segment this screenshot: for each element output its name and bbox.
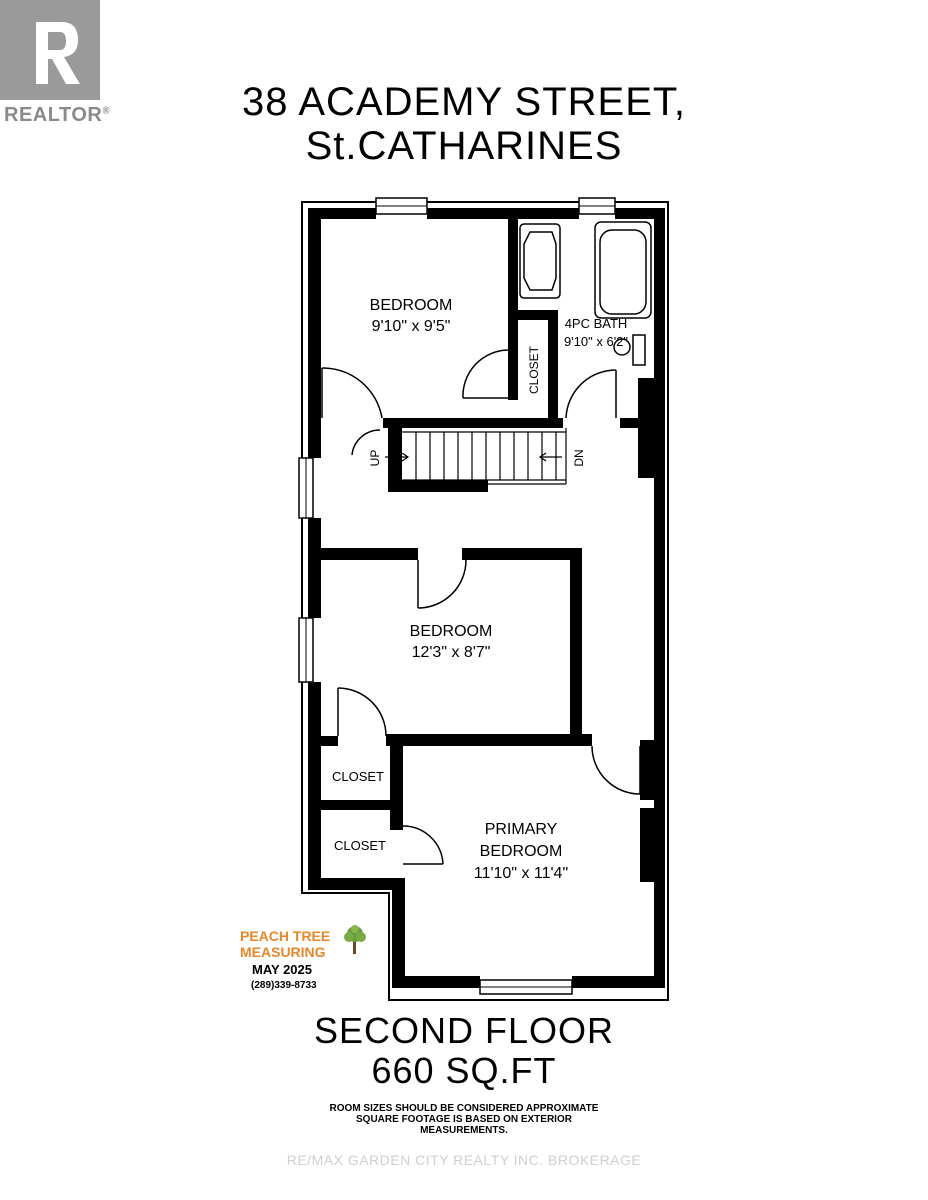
realtor-logo [0, 0, 100, 100]
company-phone: (289)339-8733 [251, 980, 317, 991]
stairs [385, 428, 567, 485]
walls [308, 208, 665, 988]
disclaimer-line1: ROOM SIZES SHOULD BE CONSIDERED APPROXIM… [329, 1103, 599, 1114]
closet-b-label: CLOSET [332, 769, 384, 784]
peach-tree-icon [344, 925, 366, 954]
primary-bedroom-line2: BEDROOM [480, 843, 563, 860]
bath-name: 4PC BATH [565, 316, 628, 331]
floor-name: SECOND FLOOR [313, 1010, 615, 1051]
bathroom-fixtures [519, 221, 652, 366]
closet-a-label: CLOSET [527, 345, 541, 394]
disclaimer-line3: MEASUREMENTS. [420, 1125, 508, 1136]
bedroom1-size: 9'10" x 9'5" [372, 318, 451, 335]
realtor-r-icon [0, 0, 100, 100]
exterior-outline [301, 201, 669, 1001]
property-address-line2: St.CATHARINES [305, 124, 623, 168]
bath-size: 9'10" x 6'2" [564, 334, 628, 349]
floor-area: 660 SQ.FT [371, 1050, 557, 1091]
primary-bedroom-line1: PRIMARY [485, 821, 558, 838]
company-name-line2: MEASURING [240, 944, 326, 960]
stairs-up-label: UP [368, 450, 382, 467]
closet-c-label: CLOSET [334, 838, 386, 853]
bedroom2-size: 12'3" x 8'7" [412, 644, 491, 661]
bedroom2-name: BEDROOM [410, 623, 493, 640]
window-lines [305, 205, 615, 988]
door-swings [321, 349, 641, 865]
measure-date: MAY 2025 [252, 962, 312, 977]
realtor-wordmark: REALTOR® [4, 104, 111, 126]
company-name-line1: PEACH TREE [240, 928, 331, 944]
bedroom1-name: BEDROOM [370, 297, 453, 314]
property-address-line1: 38 ACADEMY STREET, [241, 80, 687, 124]
stairs-down-label: DN [572, 449, 586, 466]
disclaimer-line2: SQUARE FOOTAGE IS BASED ON EXTERIOR [356, 1114, 572, 1125]
primary-bedroom-size: 11'10" x 11'4" [474, 865, 568, 882]
brokerage-watermark: RE/MAX GARDEN CITY REALTY INC. BROKERAGE [286, 1152, 642, 1168]
